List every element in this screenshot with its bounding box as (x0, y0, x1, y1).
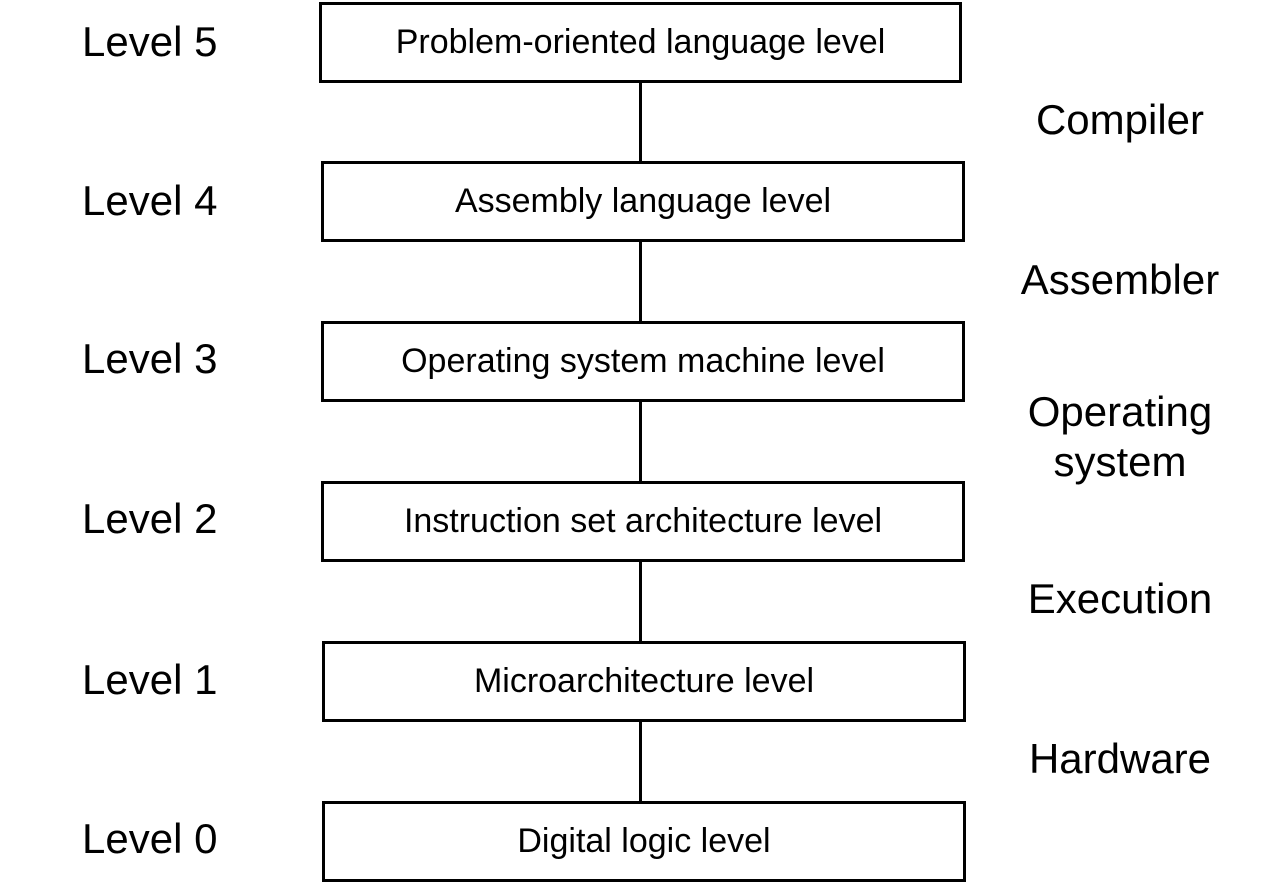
hardware-label-line1: Hardware (1028, 735, 1212, 782)
connector-2-1 (639, 562, 642, 641)
level-2-label: Level 2 (82, 495, 218, 542)
level-3-label: Level 3 (82, 335, 218, 382)
operating-system-label-line2: system (1053, 438, 1187, 485)
operating-system-label: Operating system (990, 387, 1250, 487)
level-4-box-text: Assembly language level (454, 182, 832, 220)
level-1-box-text: Microarchitecture level (473, 662, 815, 700)
execution-label: Execution (990, 574, 1250, 624)
level-0-label: Level 0 (82, 815, 218, 862)
connector-3-2 (639, 402, 642, 481)
assembler-label: Assembler (990, 255, 1250, 305)
level-1-label: Level 1 (82, 656, 218, 703)
connector-1-0 (639, 722, 642, 801)
level-5-label: Level 5 (82, 18, 218, 65)
level-0-box-text: Digital logic level (517, 822, 771, 860)
compiler-label-line1: Compiler (1035, 96, 1205, 143)
level-4-label: Level 4 (82, 177, 218, 224)
level-4-box: Assembly language level (321, 161, 965, 242)
level-1-box: Microarchitecture level (322, 641, 966, 722)
hardware-label: Hardware (990, 734, 1250, 784)
level-2-box-text: Instruction set architecture level (403, 502, 883, 540)
level-2-box: Instruction set architecture level (321, 481, 965, 562)
level-3-box: Operating system machine level (321, 321, 965, 402)
level-5-box-text: Problem-oriented language level (395, 23, 886, 61)
level-5-box: Problem-oriented language level (319, 2, 962, 83)
level-0-box: Digital logic level (322, 801, 966, 882)
level-3-box-text: Operating system machine level (401, 342, 885, 380)
connector-4-3 (639, 242, 642, 321)
assembler-label-line1: Assembler (1020, 256, 1220, 303)
connector-5-4 (639, 83, 642, 161)
execution-label-line1: Execution (1027, 575, 1213, 622)
compiler-label: Compiler (990, 95, 1250, 145)
operating-system-label-line1: Operating (1027, 388, 1213, 435)
